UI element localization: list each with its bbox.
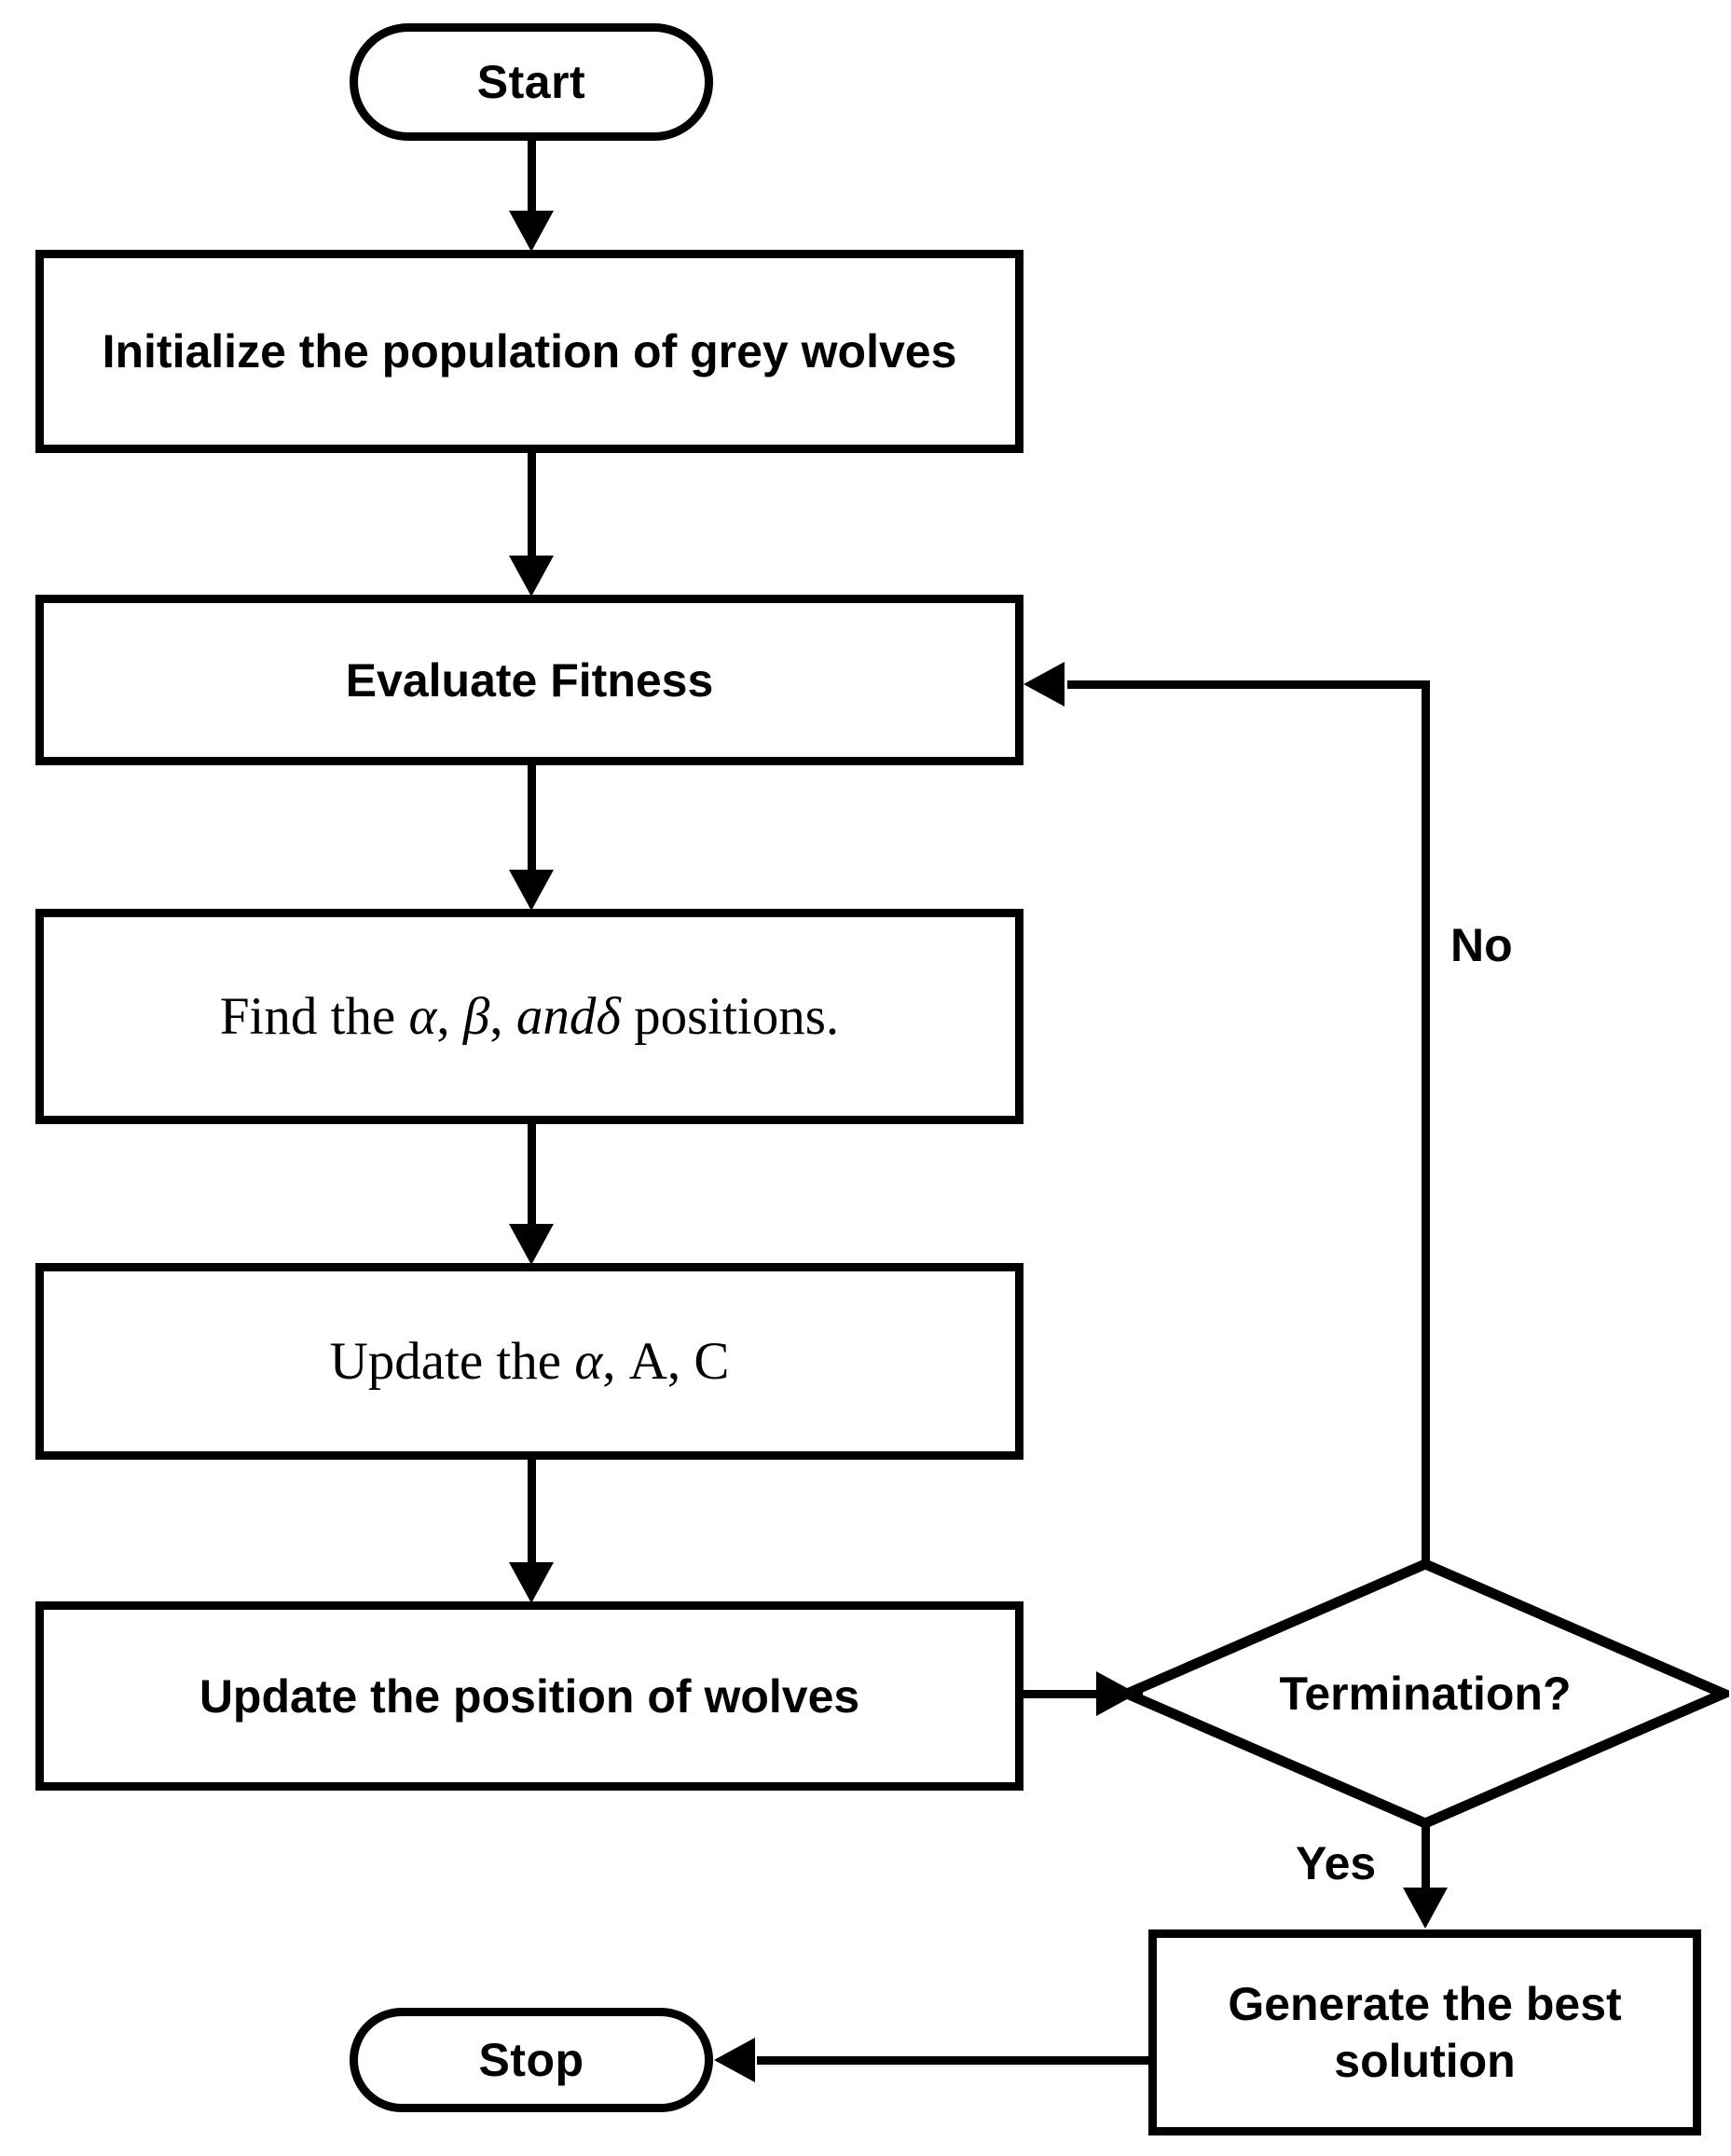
node-update-wolf-positions-label: Update the position of wolves bbox=[199, 1669, 860, 1723]
edge-find-to-update-params-arrowhead bbox=[509, 1224, 554, 1265]
node-initialize-population-label: Initialize the population of grey wolves bbox=[102, 324, 957, 378]
node-find-positions[interactable]: Find the α, β, andδ positions. bbox=[35, 909, 1023, 1124]
node-generate-best-solution-label: Generate the best solution bbox=[1228, 1977, 1622, 2087]
edge-initialize-to-evaluate-arrowhead bbox=[509, 556, 554, 597]
node-evaluate-fitness-label: Evaluate Fitness bbox=[345, 653, 714, 707]
find-sep2: , bbox=[489, 987, 516, 1046]
edge-label-no: No bbox=[1450, 919, 1513, 971]
edge-evaluate-to-find-arrowhead bbox=[509, 870, 554, 911]
node-start-label: Start bbox=[476, 56, 586, 108]
find-prefix: Find the bbox=[219, 987, 409, 1046]
node-generate-best-solution[interactable]: Generate the best solution bbox=[1148, 1929, 1701, 2135]
edge-find-to-update-params-line bbox=[528, 1124, 536, 1227]
node-start[interactable]: Start bbox=[350, 23, 713, 141]
edge-start-to-initialize-line bbox=[528, 141, 536, 215]
node-update-wolf-positions[interactable]: Update the position of wolves bbox=[35, 1601, 1023, 1791]
node-termination-decision-label: Termination? bbox=[1279, 1668, 1572, 1720]
find-beta-symbol: β bbox=[462, 987, 490, 1046]
find-delta-symbol: δ bbox=[596, 987, 621, 1046]
edge-no-horizontal-line bbox=[1067, 680, 1430, 689]
edge-no-vertical-line bbox=[1422, 680, 1430, 1564]
edge-positions-to-termination-arrowhead bbox=[1096, 1671, 1137, 1716]
edge-label-yes: Yes bbox=[1296, 1837, 1377, 1889]
update-suffix: , A, C bbox=[602, 1332, 730, 1391]
edge-yes-vertical-line bbox=[1422, 1822, 1430, 1892]
edge-initialize-to-evaluate-line bbox=[528, 453, 536, 557]
edge-generate-to-stop-arrowhead bbox=[714, 2038, 755, 2082]
node-stop-label: Stop bbox=[478, 2034, 584, 2086]
node-find-positions-label: Find the α, β, andδ positions. bbox=[220, 986, 839, 1047]
edge-update-params-to-positions-arrowhead bbox=[509, 1562, 554, 1603]
find-alpha-symbol: α bbox=[408, 987, 437, 1046]
node-update-parameters[interactable]: Update the α, A, C bbox=[35, 1263, 1023, 1460]
node-termination-decision[interactable]: Termination? bbox=[1121, 1559, 1729, 1829]
update-prefix: Update the bbox=[329, 1332, 575, 1391]
edge-yes-arrowhead bbox=[1403, 1888, 1448, 1929]
node-evaluate-fitness[interactable]: Evaluate Fitness bbox=[35, 595, 1023, 765]
node-stop[interactable]: Stop bbox=[350, 2008, 713, 2112]
find-sep1: , bbox=[436, 987, 463, 1046]
edge-no-arrowhead bbox=[1023, 662, 1065, 707]
edge-generate-to-stop-line bbox=[757, 2056, 1150, 2065]
edge-update-params-to-positions-line bbox=[528, 1460, 536, 1564]
node-initialize-population[interactable]: Initialize the population of grey wolves bbox=[35, 250, 1023, 453]
update-alpha-symbol: α bbox=[574, 1332, 603, 1391]
edge-evaluate-to-find-line bbox=[528, 765, 536, 873]
find-suffix: positions. bbox=[620, 987, 840, 1046]
edge-start-to-initialize-arrowhead bbox=[509, 211, 554, 252]
node-update-parameters-label: Update the α, A, C bbox=[330, 1331, 730, 1392]
edge-positions-to-termination-line bbox=[1023, 1690, 1143, 1698]
find-and-word: and bbox=[515, 987, 597, 1046]
